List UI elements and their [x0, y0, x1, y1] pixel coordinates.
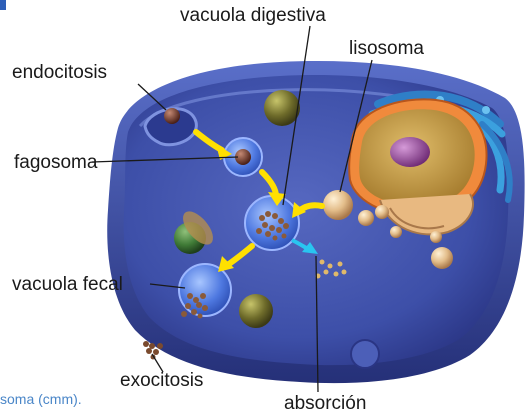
- label-absorcion: absorción: [284, 394, 366, 413]
- lysosome-main: [323, 190, 353, 220]
- label-endocitosis: endocitosis: [12, 63, 107, 82]
- label-exocitosis: exocitosis: [120, 371, 203, 390]
- label-fagosoma: fagosoma: [14, 153, 97, 172]
- label-lisosoma: lisosoma: [349, 39, 424, 58]
- figure-caption: soma (cmm).: [0, 391, 82, 407]
- label-vacuola-fecal: vacuola fecal: [12, 275, 123, 294]
- label-vacuola-digestiva: vacuola digestiva: [180, 6, 326, 25]
- digestive-vacuole: [245, 196, 299, 250]
